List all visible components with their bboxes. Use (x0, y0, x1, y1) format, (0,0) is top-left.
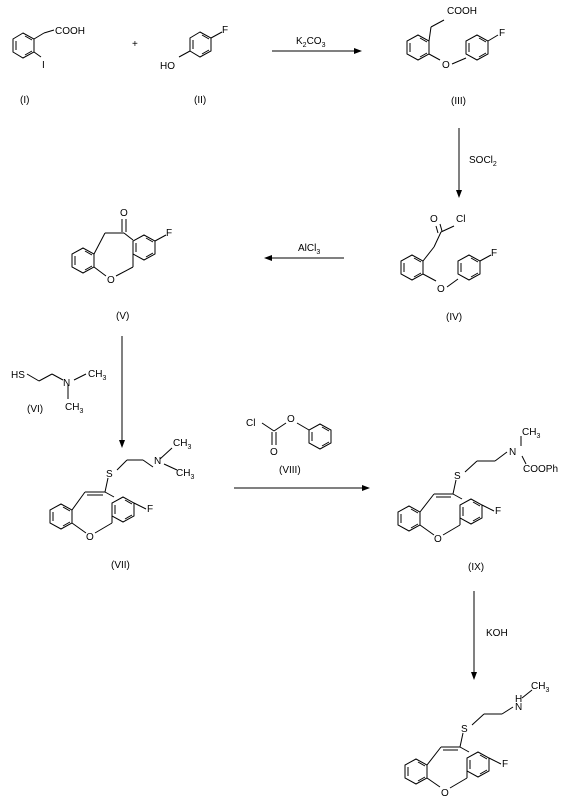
carbonyl-oxygen: O (270, 447, 278, 458)
label-vii: (VII) (111, 560, 130, 571)
arrow-alcl3: AlCl3 (264, 243, 344, 261)
methyl-group: CH3 (531, 681, 549, 694)
amine-hydrogen: H (515, 694, 522, 705)
compound-vi: HS N CH3 CH3 (VI) (11, 369, 106, 415)
label-viii: (VIII) (279, 465, 301, 476)
acid-group: COOH (55, 26, 85, 37)
ring-oxygen: O (107, 275, 115, 286)
fluoro-atom: F (166, 228, 172, 239)
chloro-atom: Cl (246, 418, 255, 429)
acid-group: COOH (447, 6, 477, 17)
label-v: (V) (116, 311, 129, 322)
ether-oxygen: O (442, 60, 450, 71)
compound-iii: COOH O F (III) (406, 6, 505, 107)
methyl-group: CH3 (176, 468, 194, 481)
label-vi: (VI) (27, 404, 43, 415)
label-iii: (III) (451, 96, 466, 107)
carbamate-group: COOPh (523, 464, 558, 475)
iodo-atom: I (42, 60, 45, 71)
methyl-group: CH3 (65, 402, 83, 415)
fluoro-atom: F (491, 248, 497, 259)
fluoro-atom: F (147, 504, 153, 515)
ring-oxygen: O (434, 534, 442, 545)
arrow-koh: KOH (471, 591, 508, 680)
reagent-k2co3: K2CO3 (296, 36, 326, 49)
arrow-socl2: SOCl2 (456, 128, 497, 198)
arrow-k2co3: K2CO3 (272, 36, 362, 54)
amine-nitrogen: N (154, 456, 161, 467)
compound-ii: F HO (II) (160, 25, 228, 106)
methyl-group: CH3 (522, 427, 540, 440)
label-iv: (IV) (446, 312, 462, 323)
ring-oxygen: O (441, 788, 449, 799)
ester-oxygen: O (287, 414, 295, 425)
sulfur-atom: S (106, 469, 113, 480)
ring-oxygen: O (86, 532, 94, 543)
reagent-socl2: SOCl2 (469, 155, 497, 168)
amine-nitrogen: N (515, 702, 522, 713)
amine-nitrogen: N (509, 447, 516, 458)
compound-viii: Cl O O (VIII) (246, 414, 332, 476)
compound-final: S N H CH3 F O (404, 681, 549, 799)
chloro-atom: Cl (456, 214, 465, 225)
compound-v: O F O (V) (71, 208, 172, 322)
fluoro-atom: F (222, 25, 228, 36)
arrow-vii-to-ix (234, 485, 370, 491)
reagent-koh: KOH (486, 628, 508, 639)
label-ix: (IX) (468, 562, 484, 573)
sulfur-atom: S (461, 724, 468, 735)
methyl-group: CH3 (173, 438, 191, 451)
plus-sign: + (132, 39, 138, 50)
compound-vii: S N CH3 CH3 F O (VII) (49, 438, 194, 571)
reagent-alcl3: AlCl3 (298, 243, 320, 256)
sulfur-atom: S (454, 471, 461, 482)
compound-iv: O Cl O F (IV) (400, 214, 497, 323)
compound-i: COOH I (I) (12, 26, 85, 106)
thiol-group: HS (11, 370, 25, 381)
compound-ix: S N CH3 COOPh F O (IX) (397, 427, 558, 573)
fluoro-atom: F (502, 759, 508, 770)
ether-oxygen: O (437, 284, 445, 295)
methyl-group: CH3 (88, 369, 106, 382)
arrow-v-to-vii (119, 336, 125, 448)
fluoro-atom: F (495, 506, 501, 517)
label-i: (I) (20, 95, 29, 106)
amine-nitrogen: N (63, 378, 70, 389)
fluoro-atom: F (499, 28, 505, 39)
hydroxy-group: HO (160, 61, 175, 72)
carbonyl-oxygen: O (120, 208, 128, 219)
label-ii: (II) (194, 95, 206, 106)
carbonyl-oxygen: O (430, 214, 438, 225)
